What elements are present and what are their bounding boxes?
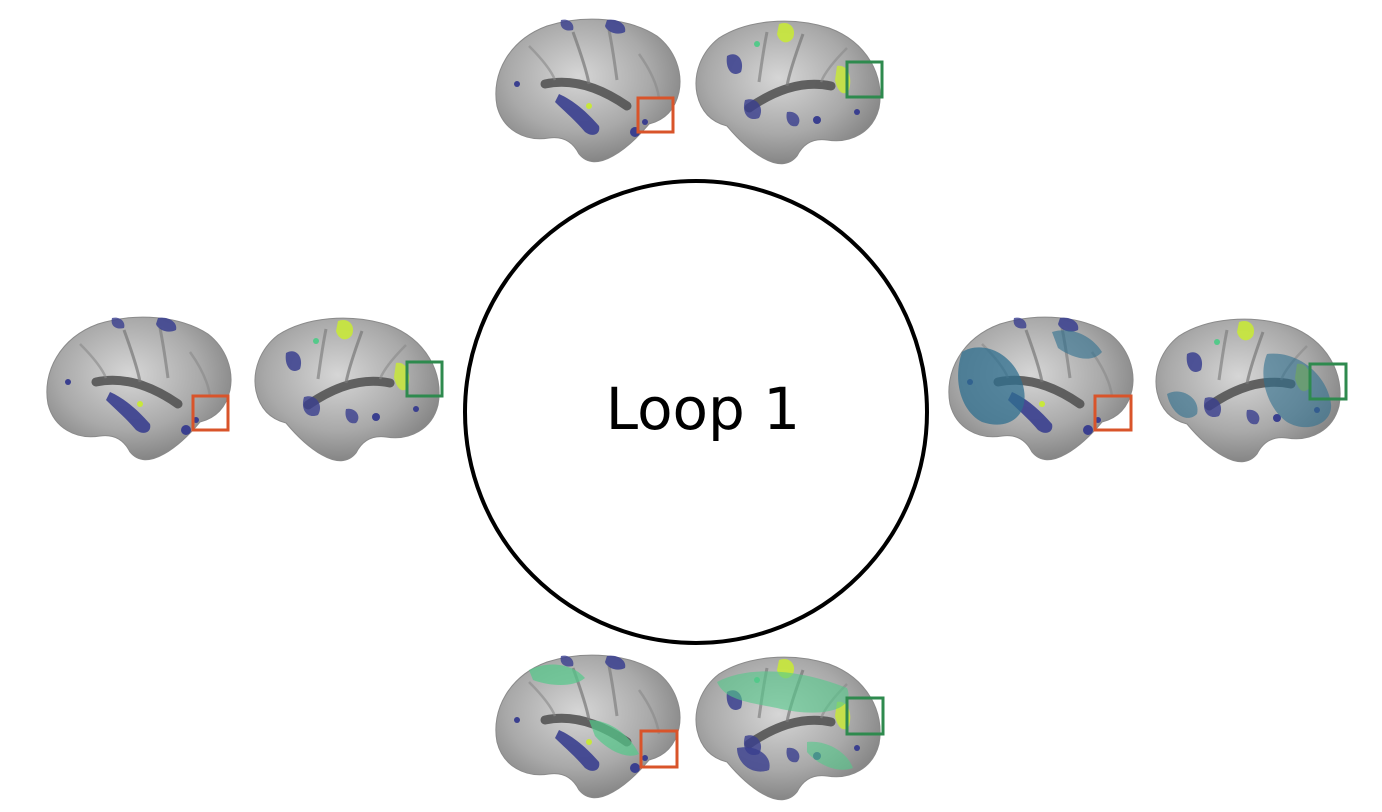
left-hemisphere-left bbox=[47, 317, 231, 460]
brain-pair-top bbox=[496, 19, 882, 164]
brain-pair-bottom bbox=[496, 655, 883, 800]
roi-box-orange-bottom bbox=[639, 729, 679, 769]
brain-pair-right bbox=[949, 317, 1348, 462]
roi-box-orange-left bbox=[191, 394, 230, 432]
left-hemisphere-bottom bbox=[496, 655, 680, 798]
right-hemisphere-bottom bbox=[696, 657, 880, 800]
roi-box-green-bottom bbox=[845, 696, 885, 736]
roi-box-orange-right bbox=[1093, 394, 1133, 432]
roi-box-orange-top bbox=[636, 96, 675, 134]
roi-box-green-right bbox=[1308, 362, 1348, 401]
left-hemisphere-right bbox=[949, 317, 1133, 460]
roi-box-green-top bbox=[845, 60, 884, 99]
brain-pair-left bbox=[47, 317, 442, 461]
right-hemisphere-right bbox=[1156, 319, 1340, 462]
loop-circle bbox=[463, 179, 929, 645]
loop-node-center: Loop 1 bbox=[463, 179, 929, 645]
right-hemisphere-left bbox=[255, 318, 439, 461]
left-hemisphere-top bbox=[496, 19, 680, 162]
roi-box-green-left bbox=[405, 360, 444, 398]
loop-label: Loop 1 bbox=[606, 375, 800, 443]
right-hemisphere-top bbox=[696, 21, 880, 164]
